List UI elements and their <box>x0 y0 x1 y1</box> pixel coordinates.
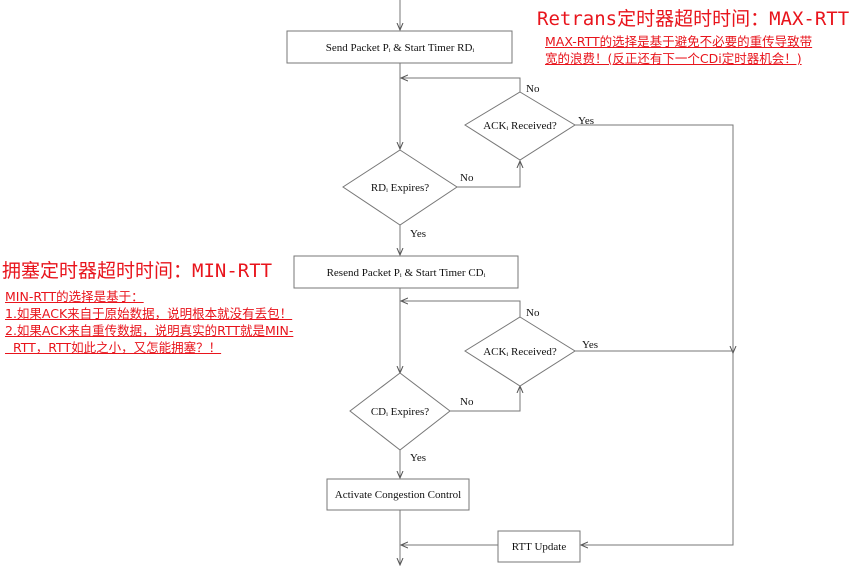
congestion-timer-title: 拥塞定时器超时时间：MIN-RTT <box>2 260 273 282</box>
retrans-note-1: MAX-RTT的选择是基于避免不必要的重传导致带 <box>545 34 813 49</box>
yes-label: Yes <box>582 339 598 351</box>
ack-label-2: ACKᵢ Received? <box>483 346 557 358</box>
yes-label: Yes <box>410 228 426 240</box>
congestion-note-3: RTT，RTT如此之小，又怎能拥塞？！ <box>5 340 222 355</box>
send-packet-box <box>286 30 513 64</box>
send-packet-label: Send Packet Pᵢ & Start Timer RDᵢ <box>326 42 475 54</box>
congestion-label: Activate Congestion Control <box>335 489 461 501</box>
no-label: No <box>460 396 474 408</box>
no-label: No <box>460 172 474 184</box>
cd-expires-diamond <box>349 372 451 451</box>
rd-expires-diamond <box>342 149 458 226</box>
resend-packet-label: Resend Packet Pᵢ & Start Timer CDᵢ <box>327 267 486 279</box>
congestion-note-0: MIN-RTT的选择是基于： <box>5 289 144 304</box>
congestion-control-box <box>326 478 470 511</box>
ack-received-diamond-2 <box>464 316 576 387</box>
no-label: No <box>526 83 540 95</box>
resend-packet-box <box>293 255 519 289</box>
yes-label: Yes <box>410 452 426 464</box>
yes-label: Yes <box>578 115 594 127</box>
retrans-note-2: 宽的浪费！(反正还有下一个CDi定时器机会！) <box>545 51 802 66</box>
ack-received-diamond-1 <box>464 91 576 161</box>
ack-label-1: ACKᵢ Received? <box>483 120 557 132</box>
congestion-note-2: 2.如果ACK来自重传数据，说明真实的RTT就是MIN- <box>5 323 294 338</box>
rtt-update-box <box>497 530 581 563</box>
cd-expires-label: CDᵢ Expires? <box>371 406 429 418</box>
rd-expires-label: RDᵢ Expires? <box>371 182 429 194</box>
retrans-timer-title: Retrans定时器超时时间：MAX-RTT <box>537 8 850 30</box>
rtt-update-label: RTT Update <box>512 541 567 553</box>
no-label: No <box>526 307 540 319</box>
congestion-note-1: 1.如果ACK来自于原始数据，说明根本就没有丢包！ <box>5 306 293 321</box>
